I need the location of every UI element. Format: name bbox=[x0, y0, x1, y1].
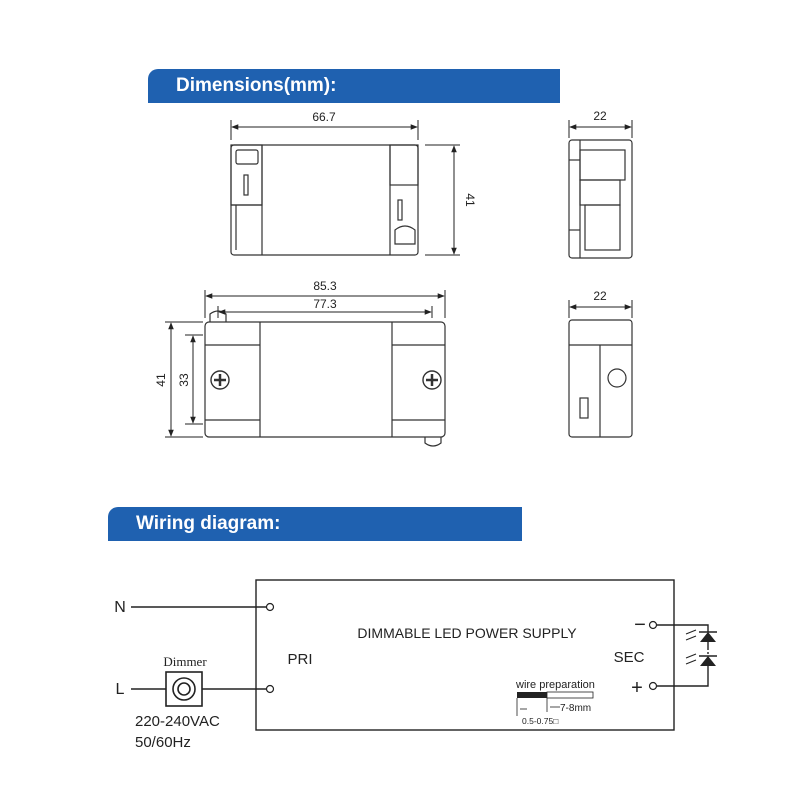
dimmer-label: Dimmer bbox=[163, 654, 207, 669]
wire-gauge: 0.5-0.75□ bbox=[522, 716, 558, 726]
led-diode-icon-2 bbox=[685, 653, 717, 674]
bottom-front-view bbox=[204, 310, 446, 447]
dim-77-3 bbox=[217, 306, 433, 318]
n-terminal bbox=[265, 602, 275, 612]
sec-label: SEC bbox=[614, 649, 645, 666]
wiring-banner: Wiring diagram: bbox=[108, 507, 522, 541]
voltage-label: 220-240VAC bbox=[135, 713, 220, 730]
dim-top-width: 66.7 bbox=[312, 110, 336, 124]
device-name: DIMMABLE LED POWER SUPPLY bbox=[357, 625, 577, 641]
n-label: N bbox=[114, 599, 126, 616]
screw-right-icon bbox=[422, 370, 442, 390]
top-side-view bbox=[568, 139, 633, 259]
dim-top-height: 41 bbox=[463, 193, 477, 207]
bottom-side-view bbox=[568, 319, 633, 438]
l-label: L bbox=[116, 681, 125, 698]
frequency-label: 50/60Hz bbox=[135, 734, 191, 751]
dim-bottom-total-width: 85.3 bbox=[313, 279, 337, 293]
strip-length: 7-8mm bbox=[560, 703, 591, 714]
dim-22-top bbox=[568, 120, 633, 138]
plus-label: + bbox=[631, 677, 643, 699]
top-front-view bbox=[230, 144, 419, 256]
led-diode-icon-1 bbox=[685, 629, 717, 648]
dim-33-bottom bbox=[185, 334, 203, 425]
dim-bottom-inner-width: 77.3 bbox=[313, 297, 337, 311]
dim-bottom-side-width: 22 bbox=[593, 289, 607, 303]
power-supply-box bbox=[255, 579, 675, 731]
minus-terminal bbox=[648, 620, 658, 630]
pri-label: PRI bbox=[287, 651, 312, 668]
dim-41-bottom bbox=[165, 321, 203, 438]
wire-prep-icon bbox=[516, 691, 594, 716]
wiring-title: Wiring diagram: bbox=[136, 513, 281, 534]
dimensions-title: Dimensions(mm): bbox=[176, 75, 337, 96]
dim-bottom-height-outer: 41 bbox=[154, 373, 168, 387]
dim-bottom-height-inner: 33 bbox=[177, 373, 191, 387]
dimmer-icon bbox=[165, 671, 203, 707]
led-load bbox=[657, 624, 709, 687]
wire-prep-label: wire preparation bbox=[515, 679, 595, 691]
l-terminal bbox=[265, 684, 275, 694]
dim-41-top bbox=[425, 144, 460, 256]
dimensions-banner: Dimensions(mm): bbox=[148, 69, 560, 103]
dim-22-bottom bbox=[568, 300, 633, 318]
dim-85-3 bbox=[204, 290, 446, 318]
dim-top-side-width: 22 bbox=[593, 109, 607, 123]
screw-left-icon bbox=[210, 370, 230, 390]
minus-label: − bbox=[634, 614, 646, 636]
plus-terminal bbox=[648, 681, 658, 691]
dim-66-7 bbox=[230, 120, 419, 140]
